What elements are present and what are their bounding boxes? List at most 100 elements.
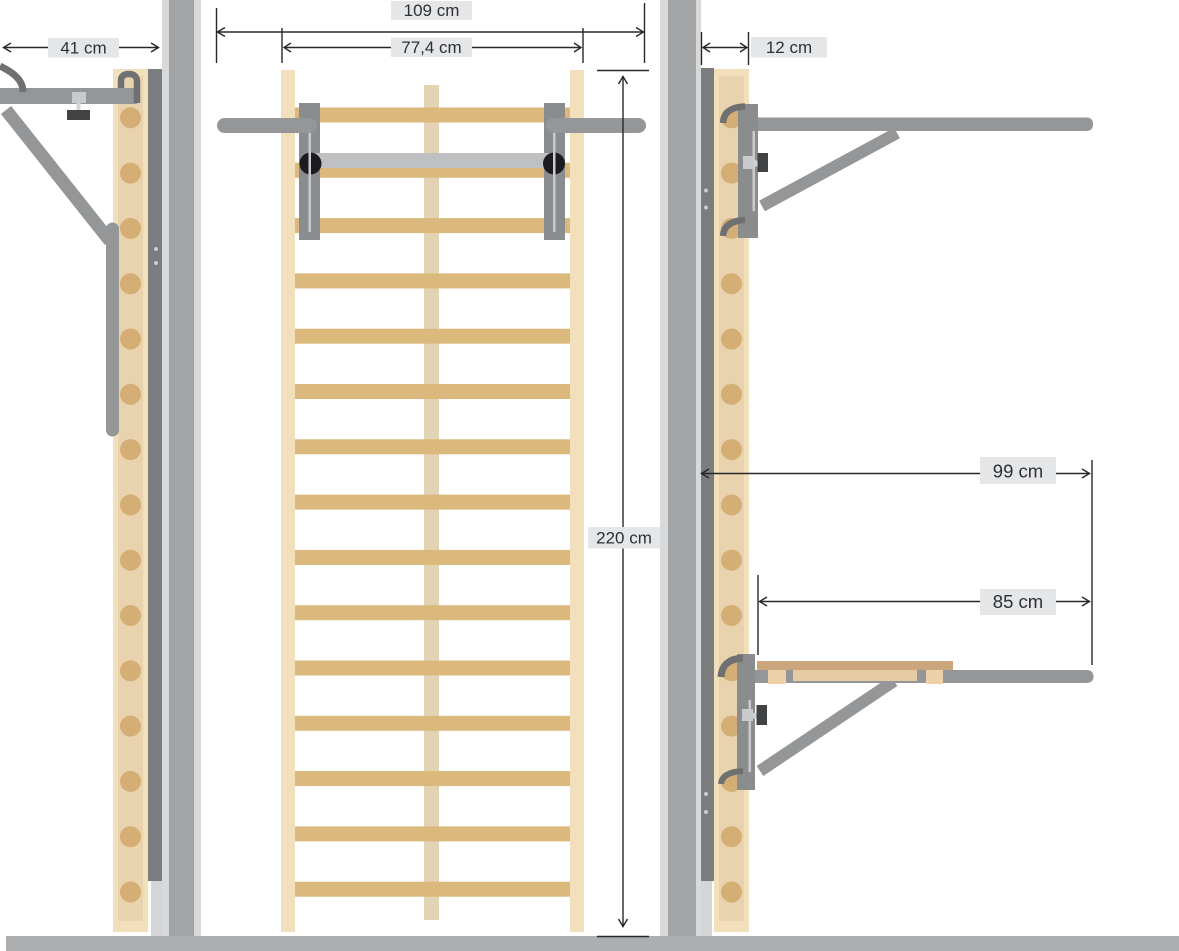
dimension-label: 41 cm bbox=[60, 39, 106, 58]
bracket-slot bbox=[748, 700, 751, 772]
rung bbox=[295, 660, 570, 676]
screw-icon bbox=[154, 247, 158, 251]
bracket-slot bbox=[308, 133, 311, 232]
arrowhead-right bbox=[635, 26, 645, 38]
wall-rail bbox=[148, 69, 162, 881]
rung-dowel-end bbox=[120, 770, 141, 792]
screw-icon bbox=[704, 188, 708, 193]
rung-dowel-end bbox=[120, 217, 141, 239]
wood-upright-right bbox=[570, 70, 584, 932]
pullup-attachment-front bbox=[217, 103, 646, 240]
rung-dowel-ends bbox=[120, 107, 141, 903]
pullup-arm bbox=[0, 88, 137, 104]
lock-slider bbox=[742, 709, 753, 721]
pullup-attachment-side bbox=[0, 62, 141, 437]
rung-block bbox=[926, 670, 943, 684]
rung-dowel-end bbox=[120, 605, 141, 626]
rung-dowel-end bbox=[120, 439, 141, 461]
rung-dowel-end bbox=[721, 549, 742, 571]
dimension-220cm: 220 cm bbox=[588, 69, 660, 938]
rung-dowel-end bbox=[120, 549, 141, 571]
dimension-label-box bbox=[48, 38, 119, 58]
mounting-hook bbox=[117, 70, 141, 103]
rung bbox=[295, 439, 570, 455]
side-view-left bbox=[0, 0, 201, 936]
dimension-label-box bbox=[391, 1, 472, 20]
dimension-label: 99 cm bbox=[993, 461, 1043, 482]
dimension-77cm: 77,4 cm bbox=[281, 28, 584, 63]
rung bbox=[295, 881, 570, 897]
lock-pin bbox=[754, 160, 758, 167]
dimension-label-box bbox=[588, 527, 660, 549]
rung-dowel-end bbox=[721, 439, 742, 461]
rung-dowel-end bbox=[120, 826, 141, 848]
rung-dowel-end bbox=[721, 328, 742, 350]
rung bbox=[295, 771, 570, 787]
screw-icon bbox=[704, 792, 708, 796]
rung bbox=[295, 715, 570, 731]
rung-dowel-end bbox=[120, 273, 141, 295]
mounting-hook bbox=[718, 768, 744, 785]
arrowhead-right bbox=[573, 42, 583, 53]
dip-attachment-side bbox=[717, 654, 1094, 790]
dimension-label-box bbox=[751, 37, 827, 58]
rung bbox=[295, 494, 570, 510]
lock-latch bbox=[756, 705, 767, 725]
diagonal-brace bbox=[759, 127, 900, 212]
rung-dowel-end bbox=[721, 826, 742, 848]
pull-up-bar-left bbox=[217, 118, 317, 133]
bar-end-curve bbox=[0, 62, 27, 93]
bench-plank-top bbox=[757, 661, 953, 670]
arrowhead-left bbox=[2, 42, 12, 53]
rung-dowel-end bbox=[120, 660, 141, 682]
arrowhead-left bbox=[282, 42, 292, 53]
wall-column-edge bbox=[194, 0, 201, 936]
arrowhead-right bbox=[739, 42, 749, 53]
floor-line bbox=[6, 936, 1179, 951]
rung bbox=[295, 218, 570, 234]
arrowhead-left bbox=[758, 596, 768, 607]
diagonal-brace bbox=[0, 105, 116, 246]
dimension-label-box bbox=[980, 457, 1056, 484]
rung bbox=[295, 328, 570, 344]
wall-column-edge bbox=[696, 0, 701, 936]
rung bbox=[295, 826, 570, 842]
dimension-label: 12 cm bbox=[766, 38, 812, 57]
dimension-label-box bbox=[391, 37, 472, 57]
dip-bar-front bbox=[306, 153, 558, 168]
pullup-attachment-side-right bbox=[719, 103, 1093, 238]
screw-icon bbox=[704, 810, 708, 814]
dimension-label: 77,4 cm bbox=[401, 38, 461, 57]
lock-slider bbox=[743, 156, 754, 169]
mounting-hook bbox=[717, 654, 744, 678]
wall-rail bbox=[701, 68, 714, 881]
rung-block bbox=[768, 670, 786, 684]
dimension-109cm: 109 cm bbox=[215, 1, 646, 63]
pull-up-bar-right bbox=[546, 118, 646, 133]
lock-latch bbox=[757, 153, 768, 172]
lock-latch bbox=[67, 110, 90, 120]
rung-dowel-end bbox=[120, 328, 141, 350]
lock-slider bbox=[72, 92, 86, 103]
wall-column-edge bbox=[660, 0, 668, 936]
dimension-label: 109 cm bbox=[404, 1, 460, 20]
arrowhead-up bbox=[617, 75, 629, 85]
arrowhead-down bbox=[617, 918, 629, 928]
wall-rail-base bbox=[701, 881, 712, 936]
dimension-12cm: 12 cm bbox=[700, 32, 827, 65]
arrowhead-right bbox=[1081, 468, 1091, 479]
rung-dowel-end bbox=[721, 162, 742, 184]
wood-upright-left bbox=[281, 70, 295, 932]
rung-dowel-end bbox=[721, 494, 742, 516]
rung-dowel-end bbox=[721, 605, 742, 626]
arrowhead-left bbox=[700, 468, 710, 479]
rung bbox=[295, 605, 570, 621]
dimension-label-box bbox=[980, 589, 1056, 615]
rung-dowel-end bbox=[721, 273, 742, 295]
rung bbox=[295, 384, 570, 399]
screw-icon bbox=[704, 205, 708, 210]
pull-up-bar bbox=[758, 117, 1093, 131]
wall-column-edge bbox=[162, 0, 169, 936]
rung bbox=[295, 107, 570, 123]
